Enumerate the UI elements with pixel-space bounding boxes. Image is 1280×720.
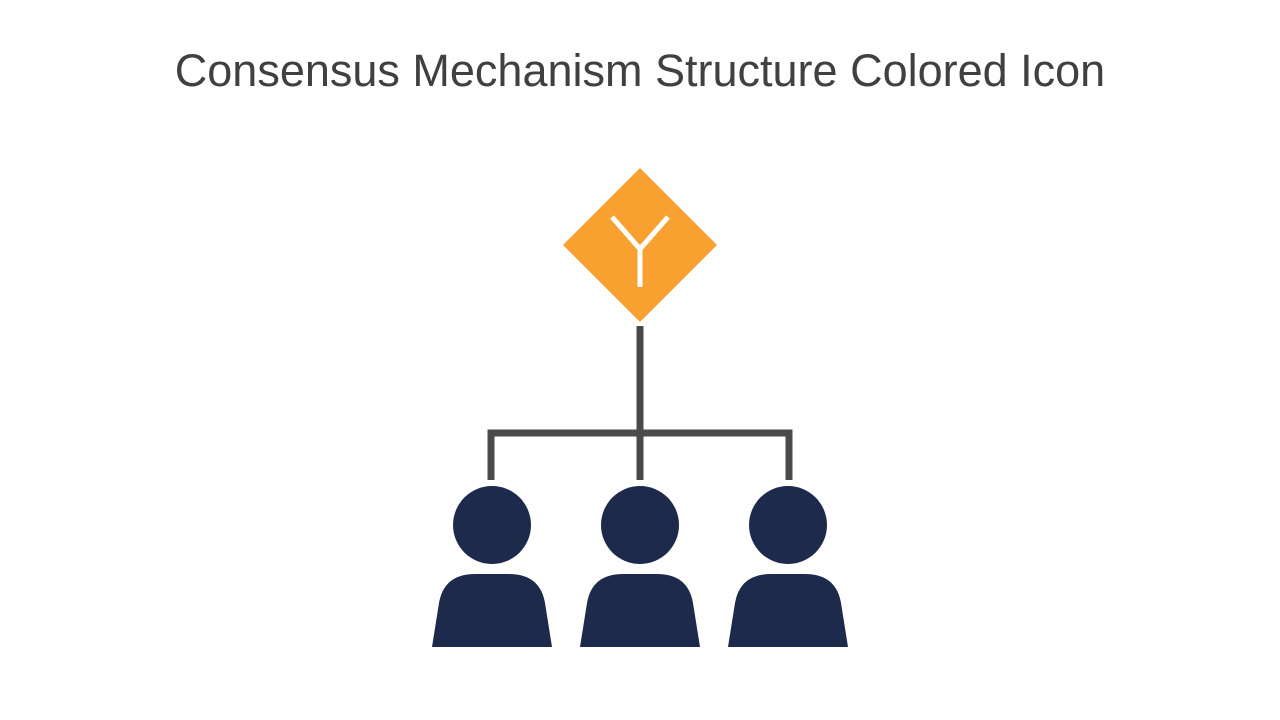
diamond-shape [563,168,717,322]
person-icon-center [580,486,700,647]
split-symbol-icon [610,215,670,287]
person-icon-left [432,486,552,647]
connector-branch [487,429,793,480]
slide-title: Consensus Mechanism Structure Colored Ic… [174,45,1106,96]
connector-lines [487,326,793,480]
person-icon-right [728,486,848,647]
decision-diamond [563,168,717,322]
